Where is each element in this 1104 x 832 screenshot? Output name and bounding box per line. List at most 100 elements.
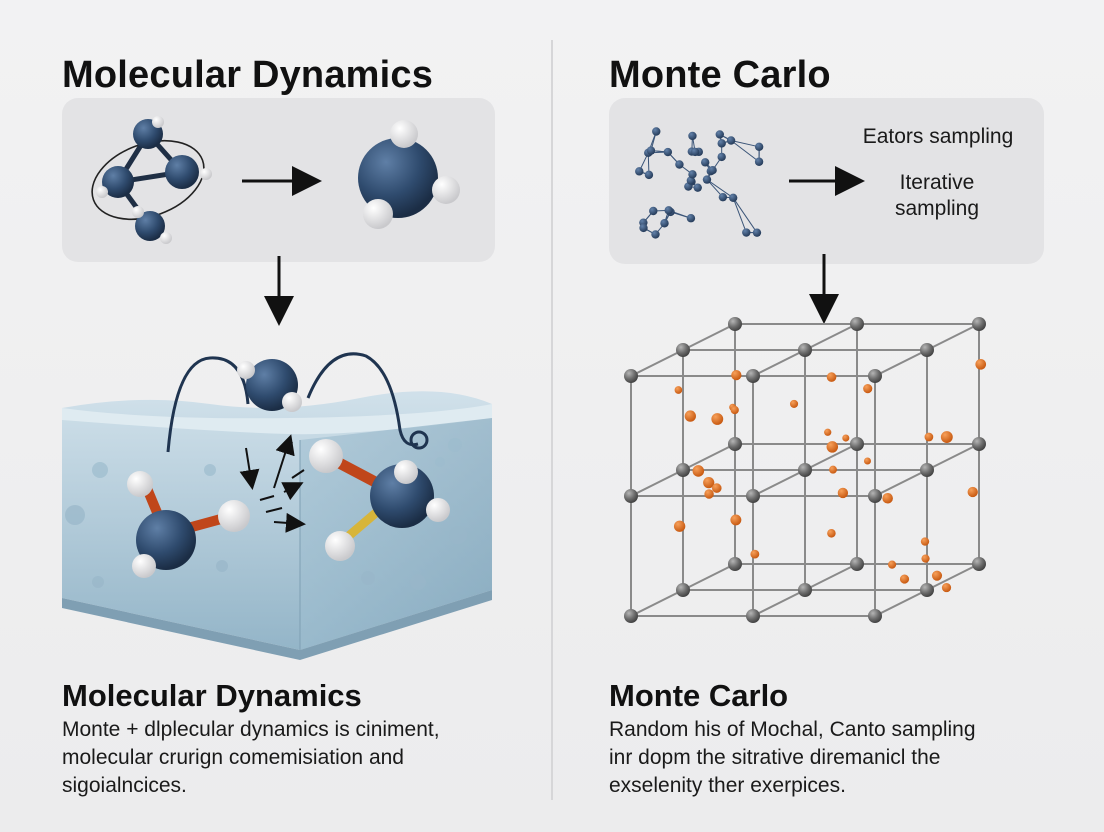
particle bbox=[837, 487, 849, 499]
network-node bbox=[649, 206, 658, 216]
network-node bbox=[688, 170, 697, 179]
network-node bbox=[754, 157, 764, 166]
lattice-node bbox=[728, 317, 742, 331]
particle bbox=[975, 358, 987, 370]
mc-panel-label-sampling: Eators sampling bbox=[862, 125, 1014, 148]
lattice-node bbox=[676, 343, 690, 357]
large-molecule bbox=[358, 120, 460, 229]
lattice-edge bbox=[804, 443, 858, 471]
monte-carlo-column: Monte Carlo Eators sampling Iterative sa… bbox=[553, 0, 1104, 832]
network-node bbox=[664, 206, 673, 215]
particle bbox=[941, 582, 952, 593]
lattice-edge bbox=[926, 563, 980, 591]
lattice-node bbox=[746, 609, 760, 623]
md-caption-body: Monte + dlplecular dynamics is ciniment,… bbox=[62, 716, 532, 800]
particle bbox=[731, 369, 742, 381]
particle bbox=[673, 520, 686, 532]
lattice-node bbox=[728, 437, 742, 451]
lattice-edge bbox=[630, 349, 684, 377]
particle bbox=[692, 465, 705, 477]
random-network-graph bbox=[635, 127, 764, 239]
network-edge bbox=[732, 197, 747, 233]
particle bbox=[829, 465, 837, 474]
particle bbox=[940, 431, 953, 443]
network-edge bbox=[730, 140, 760, 163]
water-molecule-right bbox=[309, 439, 450, 561]
md-illustration bbox=[62, 116, 492, 660]
mc-heading: Monte Carlo bbox=[609, 54, 831, 96]
network-node bbox=[718, 192, 728, 202]
network-node bbox=[688, 131, 697, 141]
particle bbox=[789, 399, 799, 408]
particle bbox=[863, 457, 871, 465]
sampling-lattice bbox=[624, 317, 986, 623]
water-tank bbox=[62, 391, 492, 660]
particle bbox=[730, 405, 739, 415]
network-node bbox=[675, 160, 684, 169]
lattice-edge bbox=[752, 349, 806, 377]
network-node bbox=[651, 230, 660, 239]
molecular-dynamics-column: Molecular Dynamics bbox=[0, 0, 551, 832]
particle bbox=[684, 410, 696, 422]
mc-caption-body: Random his of Mochal, Canto sampling inr… bbox=[609, 716, 1089, 800]
particle bbox=[920, 537, 930, 546]
lattice-node bbox=[850, 557, 864, 571]
particle bbox=[711, 413, 724, 425]
particle bbox=[899, 574, 910, 584]
network-node bbox=[701, 158, 710, 167]
lattice-node bbox=[624, 489, 638, 503]
network-node bbox=[635, 167, 644, 176]
lattice-node bbox=[798, 583, 812, 597]
network-node bbox=[752, 228, 762, 237]
lattice-node bbox=[624, 369, 638, 383]
md-caption-line: molecular crurign comemisiation and bbox=[62, 746, 404, 769]
network-node bbox=[702, 175, 712, 184]
mc-caption-title: Monte Carlo bbox=[609, 678, 789, 713]
lattice-node bbox=[798, 463, 812, 477]
lattice-edge bbox=[630, 589, 684, 617]
lattice-edge bbox=[682, 563, 736, 591]
water-molecule-left bbox=[127, 471, 250, 578]
network-node bbox=[715, 130, 724, 139]
small-molecule-cluster bbox=[91, 116, 212, 244]
particle bbox=[750, 549, 760, 559]
lattice-node bbox=[798, 343, 812, 357]
network-node bbox=[690, 147, 700, 157]
column-divider bbox=[551, 40, 553, 800]
network-node bbox=[708, 165, 717, 175]
lattice-edge bbox=[804, 563, 858, 591]
md-heading: Molecular Dynamics bbox=[62, 54, 434, 96]
particle bbox=[703, 476, 715, 489]
lattice-node bbox=[920, 463, 934, 477]
lattice-edge bbox=[752, 469, 806, 497]
lattice-edge bbox=[874, 469, 928, 497]
particle bbox=[826, 372, 837, 382]
lattice-node bbox=[676, 583, 690, 597]
md-caption-line: Monte + dlplecular dynamics is ciniment, bbox=[62, 718, 440, 741]
particle bbox=[704, 489, 714, 499]
lattice-node bbox=[746, 489, 760, 503]
lattice-edge bbox=[874, 589, 928, 617]
lattice-edge bbox=[874, 349, 928, 377]
network-edge bbox=[706, 179, 734, 199]
lattice-node bbox=[624, 609, 638, 623]
lattice-node bbox=[746, 369, 760, 383]
lattice-node bbox=[850, 317, 864, 331]
sampled-particles bbox=[673, 358, 987, 593]
network-node bbox=[646, 146, 656, 155]
network-node bbox=[717, 152, 726, 162]
particle bbox=[730, 514, 742, 526]
surface-molecule bbox=[237, 359, 302, 412]
particle bbox=[924, 432, 934, 442]
lattice-edge bbox=[926, 443, 980, 471]
lattice-edge bbox=[682, 323, 736, 351]
lattice-node bbox=[920, 343, 934, 357]
mc-caption-line: Random his of Mochal, Canto sampling bbox=[609, 718, 976, 741]
mc-caption-line: inr dopm the sitrative diremanicl the bbox=[609, 746, 941, 769]
particle bbox=[826, 441, 839, 453]
lattice-node bbox=[868, 489, 882, 503]
trajectory-curve-right bbox=[306, 352, 419, 447]
network-edge bbox=[732, 197, 758, 233]
lattice-node bbox=[972, 317, 986, 331]
